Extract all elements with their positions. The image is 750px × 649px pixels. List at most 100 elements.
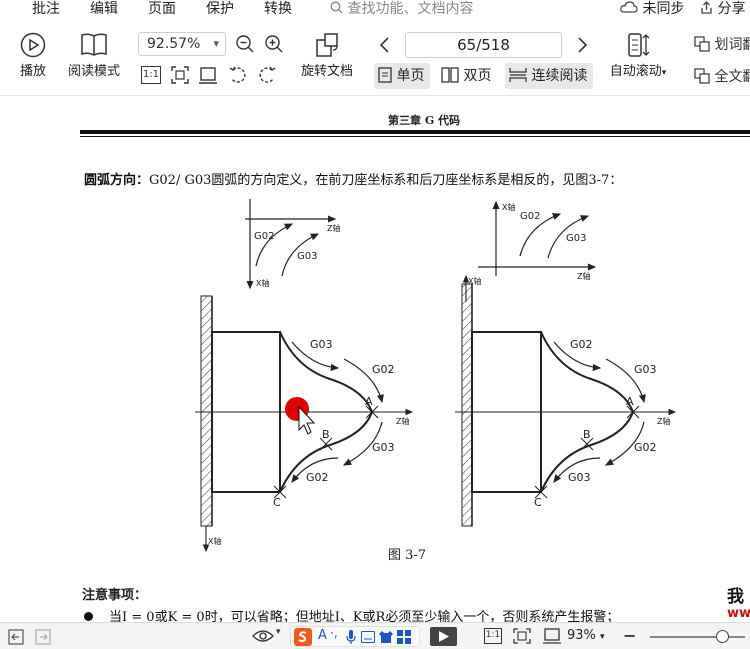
bullet-dot [84,612,93,621]
menu-item-protect[interactable]: 保护 [206,1,234,17]
status-actual-size-button[interactable]: 1:1 [484,628,502,644]
keyboard-icon[interactable] [361,631,375,643]
exit-right-icon[interactable] [35,629,51,645]
right-workpiece [455,274,677,527]
play-slideshow-button[interactable] [430,627,457,646]
read-mode-button[interactable]: 阅读模式 [64,32,124,79]
next-page-icon[interactable] [575,36,589,54]
search-icon [330,1,343,14]
left-inset-z-label: Z轴 [327,223,340,233]
bullet-item: 当I = 0或K = 0时，可以省略；但地址I、K或R必须至少输入一个，否则系统… [84,606,619,622]
auto-scroll-dropdown-icon: ▾ [661,68,667,78]
fulltext-translate-icon [694,68,710,84]
continuous-icon [509,68,527,82]
rotate-left-icon[interactable] [228,65,248,85]
zoom-slider-thumb[interactable] [715,630,729,643]
rotate-right-icon[interactable] [257,65,277,85]
right-inset-z-label: Z轴 [577,271,590,281]
figure-3-7: G02 G03 Z轴 X轴 X轴 G02 G03 Z轴 [195,199,677,553]
para-text: G02/ G03圆弧的方向定义，在前刀座坐标系和后刀座坐标系是相反的，见图3-7… [149,173,623,188]
page-number-input[interactable]: 65/518 [405,32,562,58]
bullet-text: 当I = 0或K = 0时，可以省略；但地址I、K或R必须至少输入一个，否则系统… [109,610,620,622]
zoom-select[interactable]: 92.57% ▾ [138,32,226,56]
continuous-read-button[interactable]: 连续阅读 [505,63,594,89]
share-button[interactable]: 分享 [700,0,745,18]
fit-width-icon[interactable] [198,65,218,85]
menu-item-page[interactable]: 页面 [148,1,176,17]
book-icon [81,33,107,56]
double-page-button[interactable]: 双页 [437,63,497,89]
right-point-c: C [534,496,542,509]
right-main-g02-top: G02 [570,338,593,351]
toolbar: 播放 阅读模式 92.57% ▾ 1:1 旋转文档 65/518 单页 双页 连… [0,22,750,96]
ime-punct-icon[interactable]: ·, [330,626,338,640]
left-main-g02-top: G02 [372,363,395,376]
document-page: 第三章 G 代码 圆弧方向：G02/ G03圆弧的方向定义，在前刀座坐标系和后刀… [0,96,750,622]
prev-page-icon[interactable] [378,36,392,54]
actual-size-label: 1:1 [142,69,160,80]
zoom-out-icon[interactable] [235,34,255,54]
figure-caption: 图 3-7 [388,548,427,563]
menu-item-annotate[interactable]: 批注 [32,1,60,17]
right-inset-axes [478,200,597,276]
side-ad-link[interactable]: ww [727,606,750,621]
mouse-pointer-icon [298,405,316,435]
left-main-g03-top: G03 [310,338,333,351]
header-rule-thick [80,130,750,134]
share-label: 分享 [717,1,746,17]
auto-scroll-label: 自动滚动 [609,64,662,79]
skin-icon[interactable] [379,630,393,644]
auto-scroll-button[interactable]: 自动滚动▾ [604,32,672,79]
right-main-z-label: Z轴 [657,416,670,426]
ime-mode-icon[interactable]: A [318,628,327,643]
status-fit-page-icon[interactable] [512,627,532,645]
zoom-slider-track[interactable] [650,636,745,638]
rotate-label: 旋转文档 [300,64,353,79]
play-button[interactable]: 播放 [16,32,50,79]
notes-title: 注意事项： [82,588,148,603]
zoom-minus-button[interactable]: − [623,626,637,645]
exit-left-icon[interactable] [8,629,24,645]
word-translate-button[interactable]: 划词翻 [694,34,750,54]
right-inset-g02: G02 [520,211,540,222]
left-inset-g03: G03 [297,251,317,262]
left-main-g03-bottom: G03 [372,441,395,454]
fit-page-icon[interactable] [170,65,190,85]
play-triangle-icon [439,631,449,642]
search-placeholder: 查找功能、文档内容 [347,1,474,17]
left-inset-axes [245,199,337,290]
sync-status[interactable]: 未同步 [620,0,684,18]
right-main-g03-top: G03 [634,363,657,376]
fulltext-translate-button[interactable]: 全文翻 [694,66,750,86]
status-bar: ▾ A ·, 1:1 93% ▾ − [0,622,750,649]
actual-size-button[interactable]: 1:1 [141,66,161,84]
sogou-logo-icon[interactable] [294,628,312,646]
eye-dropdown-icon[interactable]: ▾ [276,627,281,637]
double-page-label: 双页 [463,68,492,84]
left-point-b: B [322,428,330,441]
eye-protection-icon[interactable] [252,628,274,644]
ime-toolbar: A ·, [290,626,420,647]
zoom-in-icon[interactable] [264,34,284,54]
share-icon [701,1,712,14]
ime-grid-icon[interactable] [397,630,411,644]
search-box[interactable]: 查找功能、文档内容 [330,0,473,18]
single-page-button[interactable]: 单页 [374,63,431,89]
left-inset-x-label: X轴 [256,278,269,288]
right-point-b: B [583,428,591,441]
menu-item-edit[interactable]: 编辑 [90,1,118,17]
status-actual-size-label: 1:1 [485,630,501,640]
microphone-icon[interactable] [346,630,356,644]
left-main-x-label: X轴 [208,536,221,546]
read-mode-label: 阅读模式 [67,64,120,79]
sync-label: 未同步 [642,1,685,17]
menu-item-convert[interactable]: 转换 [264,1,292,17]
left-inset-g02: G02 [254,231,274,242]
header-rule-thin [80,136,750,137]
status-zoom-value[interactable]: 93% ▾ [567,628,605,643]
side-ad-text: 我 [727,587,744,607]
chevron-down-icon: ▾ [213,37,219,50]
zoom-value: 92.57% [147,36,201,52]
status-fit-width-icon[interactable] [542,627,562,645]
rotate-document-button[interactable]: 旋转文档 [298,32,356,79]
